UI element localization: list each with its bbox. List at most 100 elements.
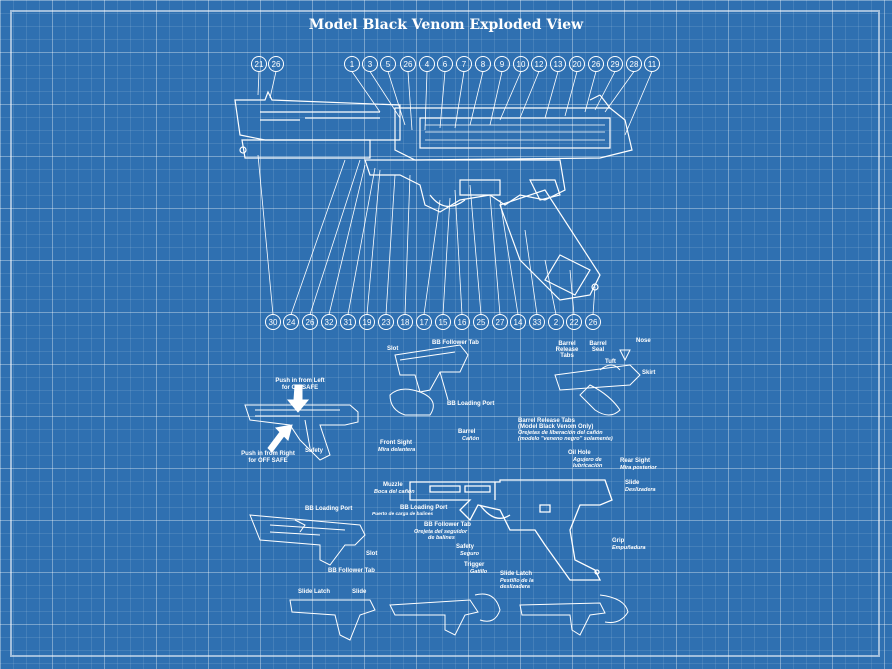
callout-circle [494, 56, 510, 72]
loading-panel-labels: BB Follower Tab Slot BB Loading Port [387, 340, 494, 407]
label-bb-follower-tab: BB Follower Tab [424, 522, 471, 528]
label-muzzle-es: Boca del cañón [374, 489, 415, 495]
top-callout-0: 21 [251, 56, 267, 72]
top-callout-8: 7 [456, 56, 472, 72]
callout-leader-lines [257, 71, 653, 315]
leader-line-t3 [369, 71, 401, 119]
parts-diagram-drawing [409, 479, 613, 581]
callout-circle [607, 56, 623, 72]
leader-line-t17 [604, 71, 635, 113]
callout-circle [550, 56, 566, 72]
label-oil-hole-es-1: Agujero de [572, 457, 602, 463]
callout-number: 26 [592, 60, 601, 69]
main-exploded-pistol [234, 90, 633, 301]
callout-number: 15 [439, 318, 448, 327]
callout-circle [419, 56, 435, 72]
callout-number: 23 [382, 318, 391, 327]
callout-circle [566, 314, 582, 330]
leader-line-t7 [439, 71, 446, 129]
callout-circle [437, 56, 453, 72]
callout-number: 26 [589, 318, 598, 327]
bottom-callout-17: 26 [585, 314, 601, 330]
top-callout-9: 8 [475, 56, 491, 72]
callout-circle [268, 56, 284, 72]
leader-line-b0 [257, 154, 274, 315]
callout-number: 26 [272, 60, 281, 69]
label-bb-follower-tab-top: BB Follower Tab [432, 340, 479, 346]
label-slide-latch-es-2: deslizadera [500, 584, 530, 590]
leader-line-t2 [351, 71, 381, 113]
top-callout-6: 4 [419, 56, 435, 72]
label-muzzle: Muzzle [383, 482, 403, 488]
leader-line-t8 [454, 71, 465, 129]
top-callout-3: 3 [362, 56, 378, 72]
callout-number: 22 [570, 318, 579, 327]
safety-panel-drawing [244, 384, 359, 461]
bottom-callout-16: 22 [566, 314, 582, 330]
label-trigger: Trigger [464, 562, 485, 568]
callout-circle [454, 314, 470, 330]
label-skirt: Skirt [642, 370, 655, 376]
leader-line-t16 [594, 71, 616, 111]
callout-circle [344, 56, 360, 72]
leader-line-b17 [592, 286, 596, 315]
leader-line-b4 [347, 167, 376, 315]
leader-line-b8 [423, 199, 441, 315]
label-barrel: Barrel [458, 429, 476, 435]
label-slot-top: Slot [387, 346, 398, 352]
callout-number: 16 [458, 318, 467, 327]
page-title: Model Black Venom Exploded View [308, 17, 584, 33]
callout-number: 2 [554, 318, 559, 327]
leader-line-t5 [407, 71, 413, 131]
callout-circle [456, 56, 472, 72]
leader-line-b1 [290, 159, 346, 315]
top-callout-12: 12 [531, 56, 547, 72]
callout-circle [397, 314, 413, 330]
label-nose: Nose [636, 338, 651, 344]
leader-line-b10 [454, 189, 463, 315]
bottom-callout-0: 30 [265, 314, 281, 330]
callout-circle [380, 56, 396, 72]
top-callout-5: 26 [400, 56, 416, 72]
callout-number: 25 [477, 318, 486, 327]
bottom-callout-2: 26 [302, 314, 318, 330]
leader-line-t0 [257, 71, 260, 96]
bottom-callout-14: 33 [529, 314, 545, 330]
bottom-callout-13: 14 [510, 314, 526, 330]
callout-circle [513, 56, 529, 72]
callout-number: 14 [514, 318, 523, 327]
callout-circle [435, 314, 451, 330]
callout-circle [416, 314, 432, 330]
bottom-callout-1: 24 [283, 314, 299, 330]
leader-line-b12 [489, 194, 501, 315]
label-barrel-release-tabs-es-2: (modelo "veneno negro" solamente) [518, 436, 613, 442]
label-push-left-1: Push in from Left [275, 378, 324, 384]
callout-number: 17 [420, 318, 429, 327]
callout-number: 26 [306, 318, 315, 327]
callout-circle [321, 314, 337, 330]
label-safety: Safety [305, 448, 324, 454]
bottom-callout-10: 16 [454, 314, 470, 330]
left-panel-labels: BB Loading Port Slot BB Follower Tab [305, 506, 377, 574]
bottom-callout-5: 19 [359, 314, 375, 330]
label-slide-latch-es-1: Pestillo de la [500, 578, 534, 584]
leader-line-b13 [499, 199, 519, 315]
callout-circle [359, 314, 375, 330]
top-callout-16: 29 [607, 56, 623, 72]
leader-line-b14 [524, 229, 538, 315]
bottom-panels-drawing [289, 593, 629, 641]
callout-number: 27 [496, 318, 505, 327]
leader-line-b6 [385, 174, 396, 315]
label-barrel-release-tabs: Barrel Release Tabs [518, 418, 576, 424]
leader-line-t18 [624, 71, 653, 136]
callout-number: 1 [350, 60, 355, 69]
bottom-callout-12: 27 [492, 314, 508, 330]
callout-number: 29 [611, 60, 620, 69]
callout-number: 24 [287, 318, 296, 327]
callout-circle [473, 314, 489, 330]
callout-circle [531, 56, 547, 72]
label-oil-hole-es-2: lubricación [573, 463, 603, 469]
label-safety-main: Safety [456, 544, 475, 550]
